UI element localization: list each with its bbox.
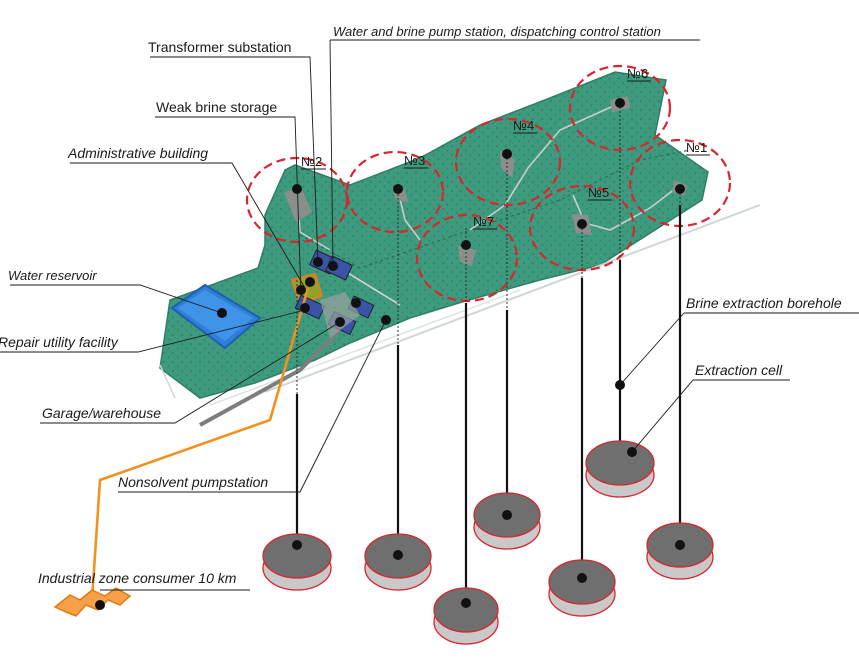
zone-ring-6 [568,64,672,152]
well-label-1: №1 [686,140,707,155]
zone-ring-3 [345,150,445,234]
repair-building [294,294,326,320]
label-cell: Extraction cell [695,362,783,378]
extraction-cell-f [585,440,655,498]
well-label-4: №4 [513,118,534,133]
extraction-cell-e [548,559,616,617]
label-garage: Garage/warehouse [42,405,161,421]
well-label-2: №2 [301,154,322,169]
label-reservoir: Water reservoir [8,268,97,283]
well-pad-7 [458,246,476,266]
label-industrial: Industrial zone consumer 10 km [38,570,237,586]
marker-dots [95,98,685,610]
label-admin: Administrative building [67,145,208,161]
extraction-cell-a [262,533,332,591]
well-label-5: №5 [588,185,609,200]
extraction-cell-g [646,522,714,580]
industrial-zone-shape [53,587,132,617]
label-nonsolvent: Nonsolvent pumpstation [118,474,268,490]
extraction-cell-b [364,533,432,591]
well-label-7: №7 [473,214,494,229]
consumer-pipeline [90,287,310,601]
zone-ring-7 [415,213,519,303]
label-borehole: Brine extraction borehole [686,295,842,311]
label-pump-station: Water and brine pump station, dispatchin… [333,24,661,39]
extraction-cell-d [473,492,541,550]
label-repair: Repair utility facility [0,334,119,350]
extraction-cell-c [433,587,499,645]
leader-lines [0,39,859,591]
boreholes [295,103,682,603]
zone-ring-2 [245,156,349,244]
callout-labels: Transformer substation Water and brine p… [0,24,842,586]
well-label-6: №6 [627,66,648,81]
label-transformer: Transformer substation [148,39,291,55]
extraction-cells [262,440,714,645]
access-road [199,328,342,427]
well-numbers: №1 №2 №3 №4 №5 №6 №7 [301,66,710,230]
label-weak-brine: Weak brine storage [156,99,277,115]
zone-ring-4 [454,117,562,207]
well-label-3: №3 [404,153,425,168]
